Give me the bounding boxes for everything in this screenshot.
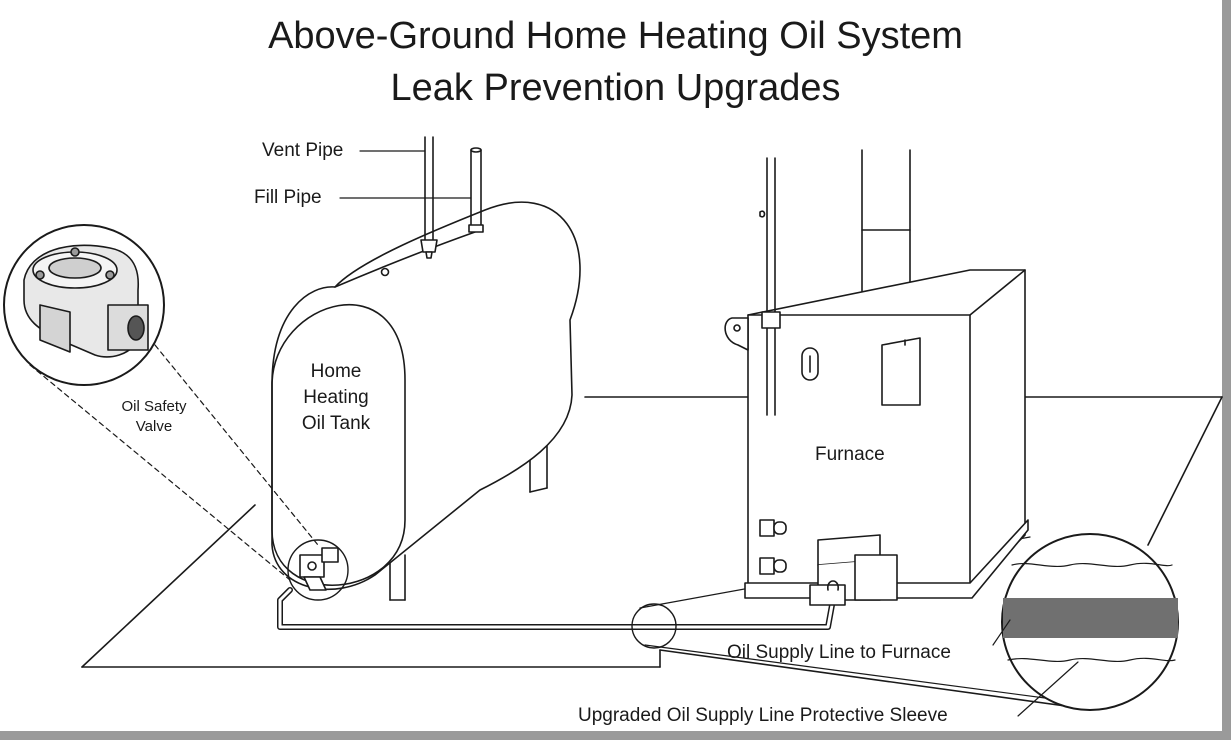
tank-valve: [287, 539, 349, 601]
tank-label-line-3: Oil Tank: [301, 413, 371, 434]
oil-tank: [271, 201, 581, 601]
furnace-label: Furnace: [815, 444, 885, 465]
title-line-1: Above-Ground Home Heating Oil System: [268, 15, 963, 57]
valve-callout: [3, 224, 319, 581]
supply-line-label: Oil Supply Line to Furnace: [727, 642, 951, 663]
vent-pipe-label: Vent Pipe: [262, 140, 344, 161]
tank-label-line-2: Heating: [303, 387, 369, 408]
title-line-2: Leak Prevention Upgrades: [390, 67, 841, 109]
valve-label-line-2: Valve: [135, 418, 173, 435]
sleeve-callout: [992, 533, 1179, 717]
furnace-floor: [584, 396, 1223, 709]
fill-pipe-label: Fill Pipe: [254, 187, 322, 208]
tank-floor: [81, 504, 661, 668]
tank-pipes: [420, 136, 484, 259]
pipe-leaders: [339, 150, 472, 199]
tank-label-line-1: Home: [310, 361, 362, 382]
valve-label-line-1: Oil Safety: [121, 398, 187, 415]
sleeve-label: Upgraded Oil Supply Line Protective Slee…: [578, 705, 948, 726]
furnace: [724, 149, 1029, 606]
